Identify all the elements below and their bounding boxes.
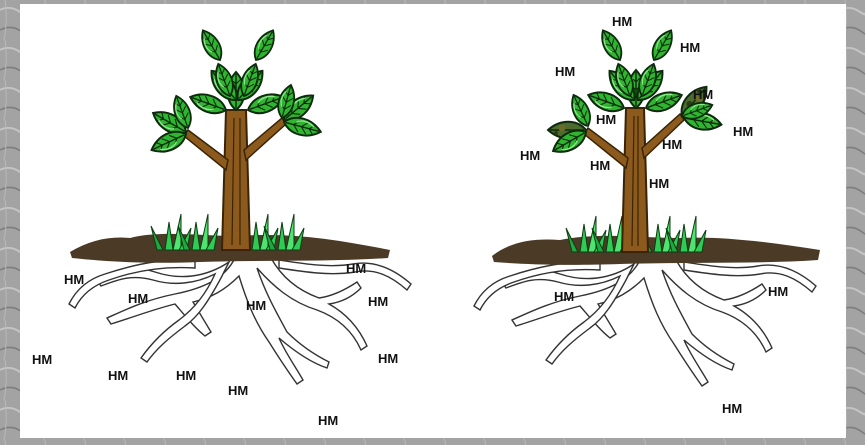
hm-label: HM — [612, 14, 632, 29]
hm-label: HM — [554, 289, 574, 304]
hm-label: HM — [176, 368, 196, 383]
hm-label: HM — [108, 368, 128, 383]
hm-label: HM — [32, 352, 52, 367]
hm-label: HM — [346, 261, 366, 276]
hm-label: HM — [680, 40, 700, 55]
hm-label: HM — [662, 137, 682, 152]
hm-label: HM — [318, 413, 338, 428]
hm-label: HM — [722, 401, 742, 416]
hm-label: HM — [693, 87, 713, 102]
hm-label: HM — [378, 351, 398, 366]
hm-label: HM — [64, 272, 84, 287]
hm-label: HM — [649, 176, 669, 191]
hm-label: HM — [368, 294, 388, 309]
hm-label: HM — [555, 64, 575, 79]
hm-label: HM — [768, 284, 788, 299]
hm-label: HM — [590, 158, 610, 173]
hm-label: HM — [596, 112, 616, 127]
hm-label: HM — [733, 124, 753, 139]
hm-label: HM — [128, 291, 148, 306]
hm-label: HM — [520, 148, 540, 163]
white-panel — [20, 4, 846, 438]
hm-label: HM — [228, 383, 248, 398]
hm-label: HM — [246, 298, 266, 313]
